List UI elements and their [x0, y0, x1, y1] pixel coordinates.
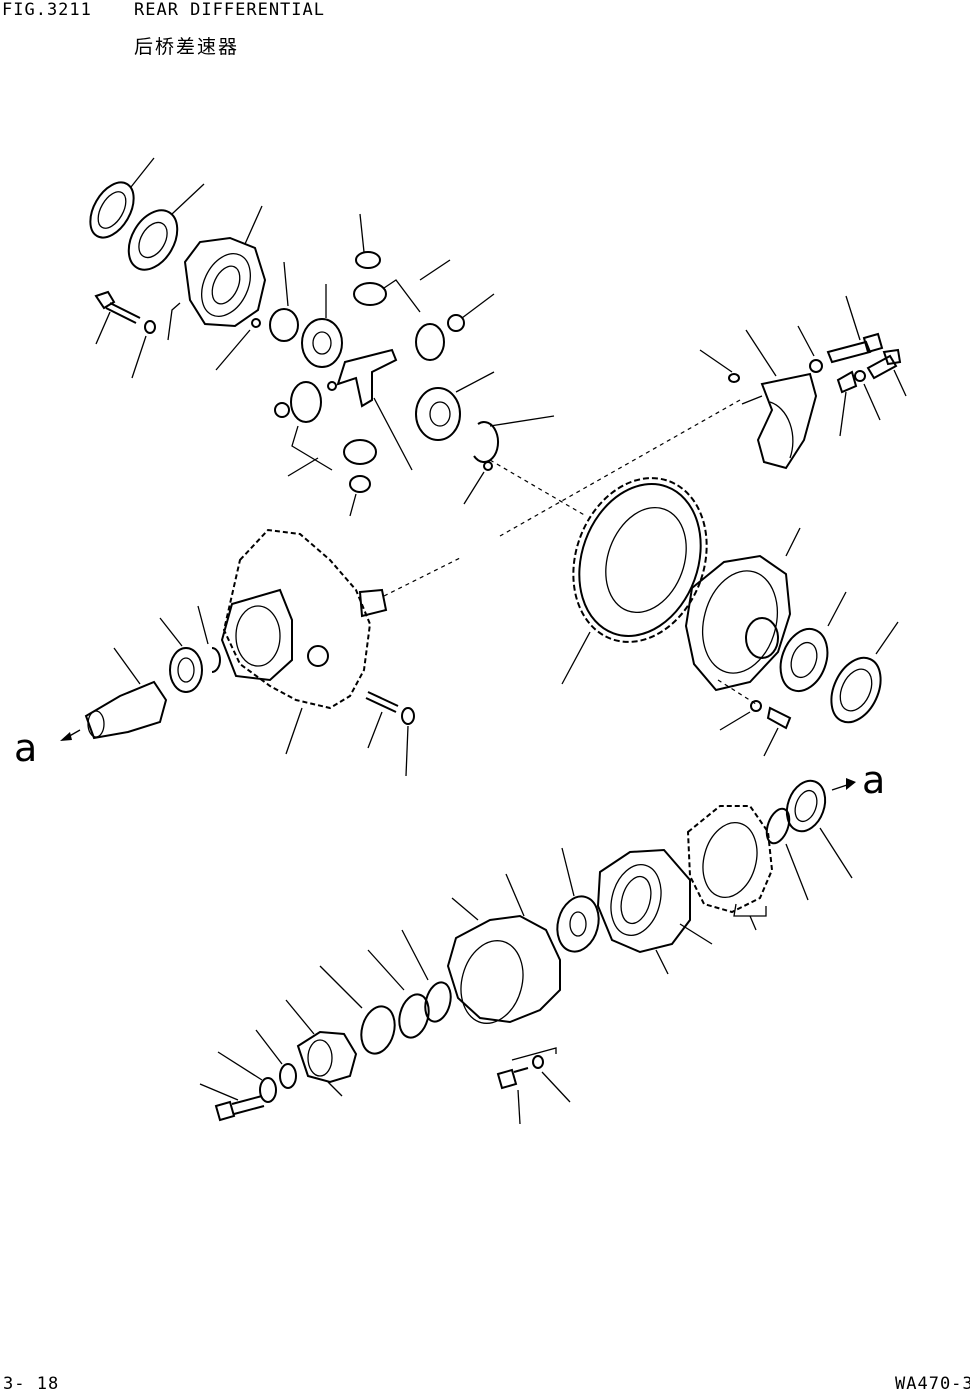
bolt-flange: [199, 1083, 265, 1122]
callout-a-left: a: [14, 726, 38, 770]
case-bolt-right: [717, 679, 792, 757]
bolt-retainer: [496, 1047, 571, 1125]
bearing-lower-right: [785, 779, 853, 879]
page-number: 3- 18: [3, 1374, 60, 1394]
pinion-gear-bottom: [343, 439, 377, 517]
bearing-cup-upper: [89, 157, 155, 239]
thrust-washer-side: [269, 261, 299, 342]
ring-gear: [561, 477, 708, 685]
oil-seal-housing: [446, 873, 561, 1024]
retainer-housing: [596, 848, 713, 975]
figure-subtitle: 后桥差速器: [134, 36, 240, 58]
pin-case: [215, 318, 261, 371]
figure-title: REAR DIFFERENTIAL: [134, 0, 325, 20]
bearing-cone-upper: [127, 183, 205, 271]
carrier-housing: [220, 528, 388, 755]
stud-housing: [365, 691, 415, 777]
seal-lower: [319, 965, 396, 1055]
snap-ring-side: [463, 415, 555, 505]
differential-case-right: [684, 527, 801, 692]
pinion-snap-ring: [197, 605, 221, 673]
arrow-a-left: [60, 729, 81, 741]
bolt-case: [94, 290, 181, 379]
drive-pinion: [84, 647, 168, 740]
arrow-a-right: [831, 778, 856, 791]
bolt-cap: [797, 295, 907, 437]
bearing-cap: [699, 329, 818, 470]
differential-case-left: [183, 205, 267, 328]
coupling-flange: [285, 999, 358, 1097]
washer-flange: [217, 1051, 277, 1103]
side-gear-left: [301, 284, 343, 368]
o-ring-flange: [255, 1029, 297, 1089]
spider-cross: [336, 348, 413, 471]
side-gear-right: [415, 371, 495, 441]
pinion-gear-top: [353, 213, 451, 313]
bearing-cone-right: [779, 591, 847, 692]
cage-housing: [686, 805, 774, 931]
bearing-lower-left: [367, 929, 452, 1039]
shim-lower: [556, 847, 600, 953]
snap-ring-lower: [765, 807, 809, 901]
pinion-bearing: [159, 617, 203, 693]
callout-a-right: a: [862, 758, 886, 802]
model-code: WA470-3: [895, 1374, 970, 1394]
pinion-gear-right: [415, 293, 495, 361]
bearing-cup-right: [830, 621, 899, 724]
figure-number: FIG.3211: [2, 0, 92, 20]
pinion-gear-left: [274, 381, 337, 477]
